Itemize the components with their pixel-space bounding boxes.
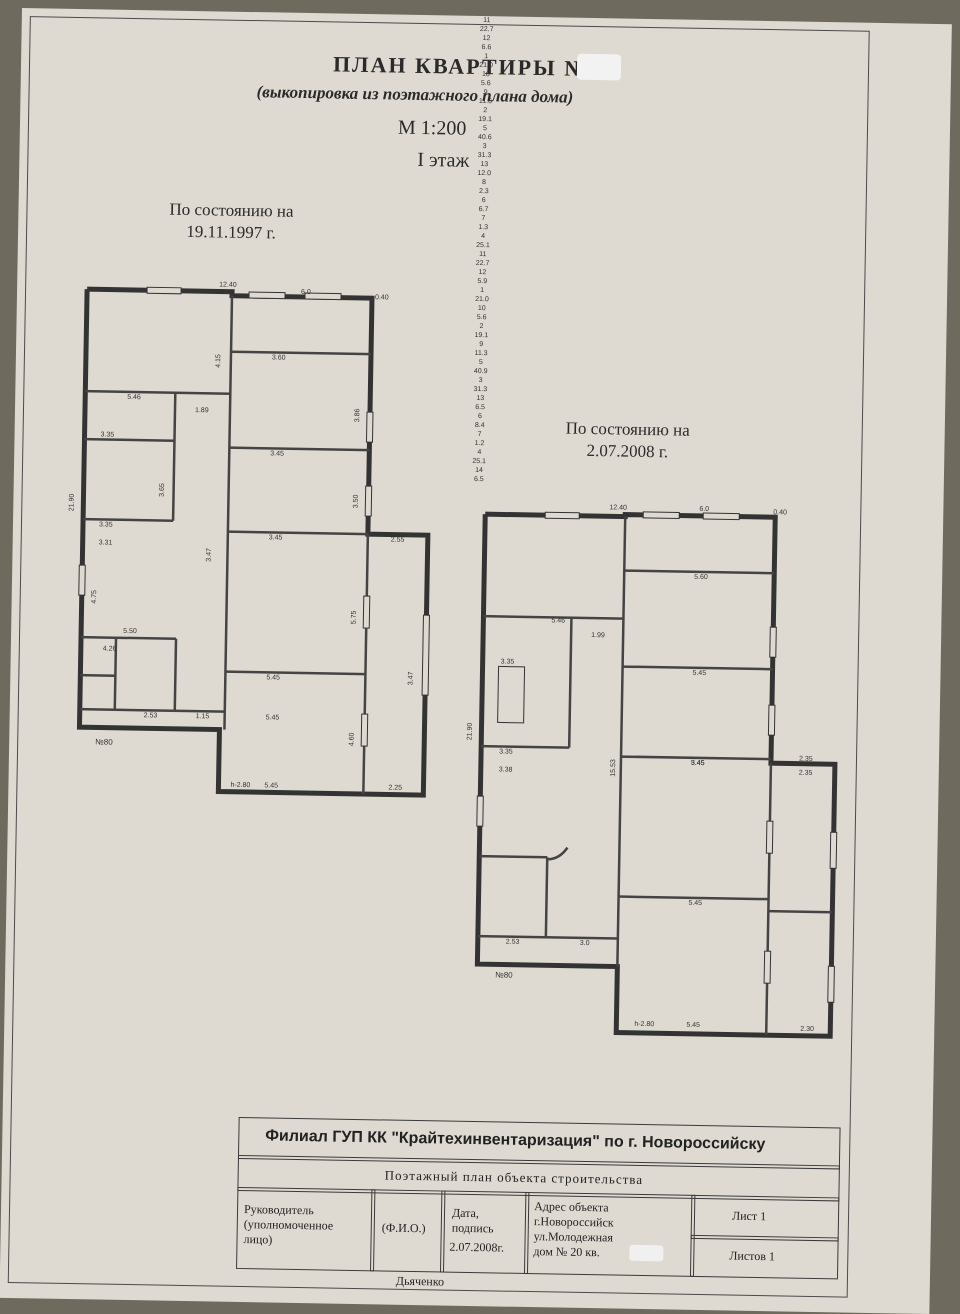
stamp-sheets: Листов 1 [729,1248,776,1264]
plan-2008-walls [474,511,838,1039]
stamp-fio-cell: (Ф.И.О.) [370,1189,446,1273]
dim-2008-2: 3.35 [500,658,515,666]
stamp-address-label: Адрес объекта [534,1199,609,1215]
stamp-sheets-cell: Листов 1 [689,1234,839,1280]
dim-2008-top-1: 12.40 [609,504,627,512]
dim-2008-9: 5.45 [686,1021,701,1029]
dim-2008-12: h-2.80 [634,1020,655,1029]
floor-plan-1997 [76,286,431,798]
dim-2008-13: 5.45 [690,759,705,768]
stamp-head-cell: Руководитель (уполномоченное лицо) [236,1186,376,1272]
dim-2008-0: 5.46 [551,617,566,625]
dim-2008-3: 5.60 [694,573,708,582]
wall-outline-1997 [76,286,431,798]
stamp-org: Филиал ГУП КК "Крайтехинвентаризация" по… [265,1127,766,1154]
dim-2008-11: 3.0 [579,939,590,948]
dim-2008-top-2: 6.0 [699,505,710,514]
floor-plan-2008 [474,511,838,1039]
stamp-subject: Поэтажный план объекта строительства [384,1167,644,1188]
dim-2008-10: 2.53 [505,938,520,946]
dim-2008-15: 2.35 [798,755,813,763]
stamp-signer: Дьяченко [395,1273,445,1289]
stamp-date-cell: Дата, подпись 2.07.2008г. [439,1190,530,1275]
stamp-fio-label: (Ф.И.О.) [381,1220,426,1236]
plan-2008-windows [476,511,838,1003]
stamp-address-cell: Адрес объекта г.Новороссийск ул.Молодежн… [523,1191,696,1277]
dim-2008-1: 1.99 [591,632,605,640]
stamp-address-street: ул.Молодежная [533,1229,614,1245]
dim-2008-top-3: 0.40 [773,509,787,517]
plan-1997-walls [76,286,431,798]
document-page: ПЛАН КВАРТИРЫ № (выкопировка из поэтажно… [0,8,952,1314]
wall-outline-2008 [474,511,838,1039]
dim-2008-side: 21.90 [466,722,474,741]
stamp-head-label: Руководитель (уполномоченное лицо) [243,1202,334,1247]
redacted-apartment [629,1244,664,1262]
stamp-date-label: Дата, подпись [451,1205,494,1236]
entry-2008: №80 [495,970,513,980]
stamp-date-value: 2.07.2008г. [449,1239,505,1255]
dim-2008-8: 5.45 [688,899,703,908]
dim-2008-17: 15.53 [609,759,618,777]
dim-2008-14: 2.30 [800,1025,814,1033]
dim-2008-7: 3.38 [498,766,513,774]
dim-2008-6: 3.35 [499,748,513,756]
dim-2008-4: 5.45 [692,669,707,678]
stamp-address-city: г.Новороссийск [533,1214,614,1230]
stamp-address-house: дом № 20 кв. [533,1244,600,1260]
dim-2008-16: 2.35 [798,769,813,777]
stamp-sheet: Лист 1 [731,1208,767,1224]
plan-1997-windows [78,286,430,747]
